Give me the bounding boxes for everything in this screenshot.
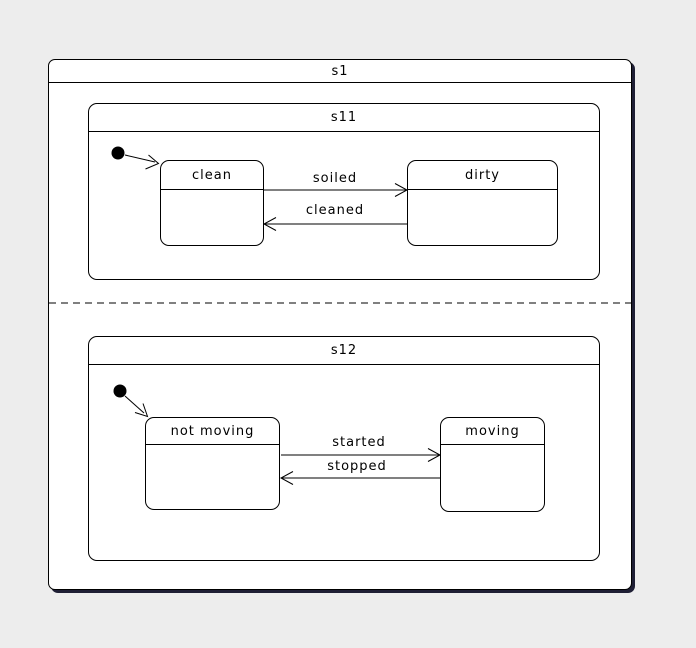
state-clean-title: clean [161,161,263,190]
state-dirty[interactable]: dirty [407,160,558,246]
region-s12-title: s12 [89,337,599,365]
transition-label-cleaned[interactable]: cleaned [305,203,365,218]
state-not-moving[interactable]: not moving [145,417,280,510]
transition-label-stopped[interactable]: stopped [327,459,387,474]
state-moving[interactable]: moving [440,417,545,512]
transition-label-started[interactable]: started [332,435,386,450]
state-clean[interactable]: clean [160,160,264,246]
region-s11-title: s11 [89,104,599,132]
transition-label-soiled[interactable]: soiled [312,171,358,186]
state-not-moving-title: not moving [146,418,279,445]
state-moving-title: moving [441,418,544,445]
state-dirty-title: dirty [408,161,557,190]
state-s1-title: s1 [49,60,631,83]
